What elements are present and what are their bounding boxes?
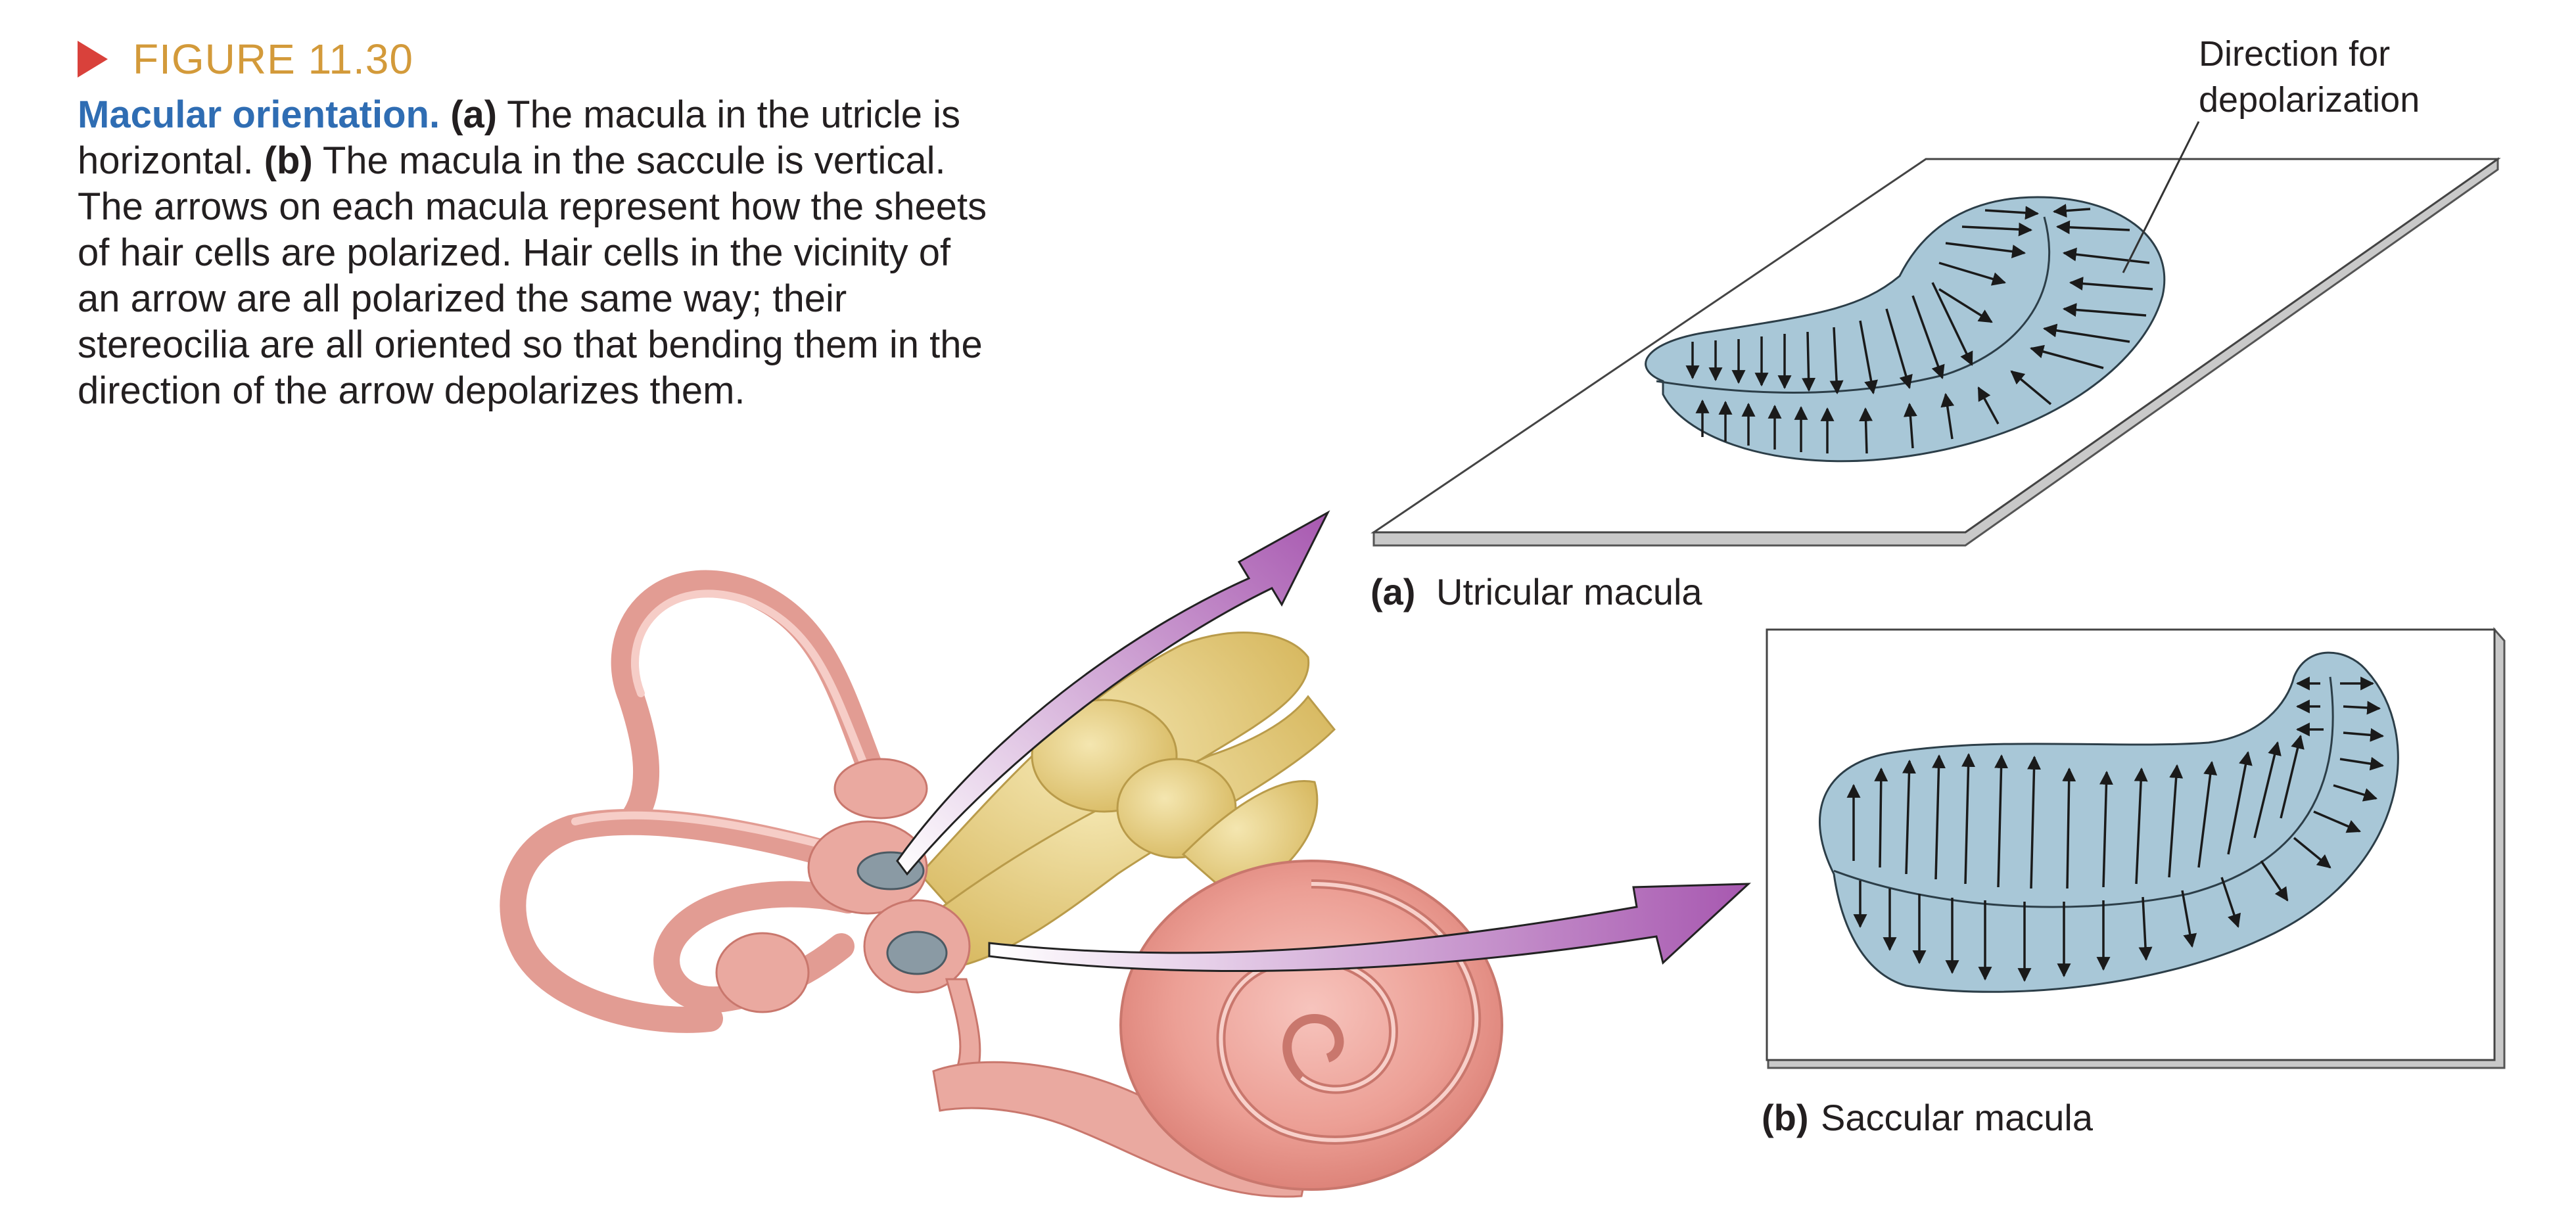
inner-ear-illustration: [500, 510, 1751, 1198]
caption-part-b-letter: (b): [264, 139, 313, 182]
saccule-macula-patch: [886, 931, 948, 975]
figure-marker-icon: [78, 41, 108, 78]
saccular-arrows: [1846, 676, 2385, 982]
depolarization-callout-line: [2122, 121, 2200, 273]
saccular-macula-shape: [1819, 651, 2399, 993]
utricular-arrows: [1685, 204, 2153, 454]
figure-title: Macular orientation.: [78, 93, 440, 136]
saccular-panel: (b) Saccular macula: [1762, 627, 2506, 1138]
caption-text: Macular orientation. (a) The macula in t…: [78, 92, 998, 414]
caption-part-a-text: The macula in the utricle is horizontal.: [78, 93, 961, 182]
saccular-striola: [1833, 676, 2334, 908]
figure-number: FIGURE 11.30: [133, 35, 413, 83]
panel-a-letter: (a): [1370, 571, 1415, 612]
figure-header: FIGURE 11.30: [78, 26, 998, 92]
panel-b-name: Saccular macula: [1821, 1097, 2094, 1138]
cochlea: [1119, 860, 1503, 1191]
figure-caption: FIGURE 11.30 Macular orientation. (a) Th…: [78, 26, 998, 414]
panel-a-name: Utricular macula: [1436, 571, 1702, 612]
callout-label-line2: depolarization: [2199, 80, 2420, 120]
utricular-panel: Direction for depolarization (a) Utricul…: [1370, 34, 2501, 612]
caption-part-a-letter: (a): [450, 93, 498, 136]
semicircular-canals: [500, 570, 894, 1033]
panel-b-letter: (b): [1762, 1097, 1809, 1138]
utricular-macula-shape: [1645, 196, 2166, 463]
callout-label-line1: Direction for: [2199, 34, 2390, 74]
pointer-arrow-to-utricular: [896, 510, 1330, 876]
caption-part-b-text: The macula in the saccule is vertical. T…: [78, 139, 987, 412]
pointer-arrow-to-saccular: [988, 883, 1751, 973]
